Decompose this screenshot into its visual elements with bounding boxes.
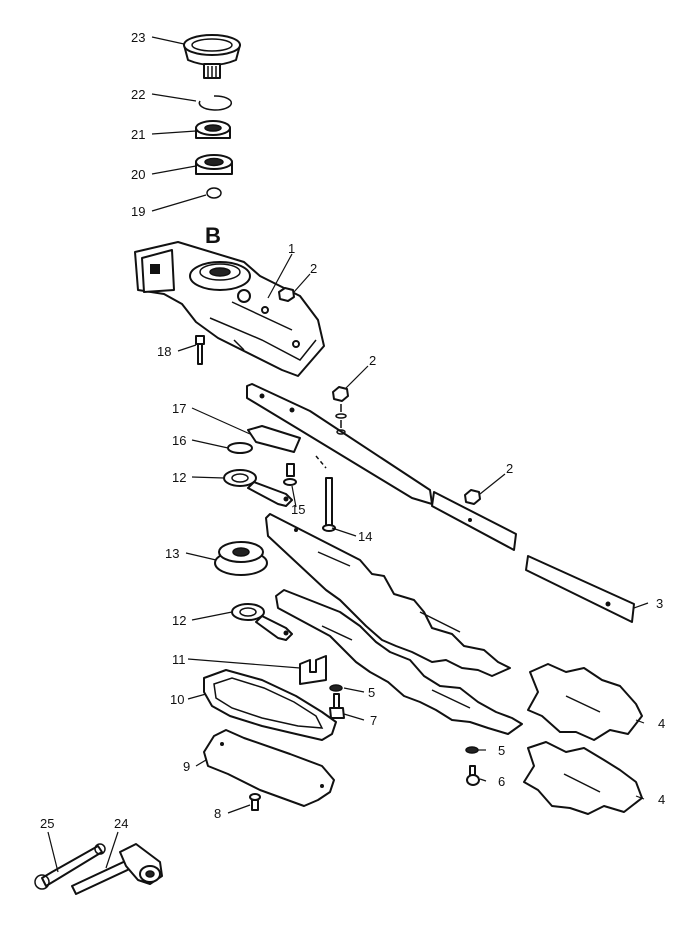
part-6-bolt [466, 765, 480, 786]
part-7-bolt [329, 693, 345, 719]
callout-2: 2 [506, 461, 513, 476]
part-9-cover-plate [203, 729, 335, 807]
callout-24: 24 [114, 816, 128, 831]
part-5-washer [465, 746, 479, 754]
part-21-bearing [195, 120, 231, 139]
callout-6: 6 [498, 774, 505, 789]
part-10-gasket [203, 669, 337, 741]
lower-cutting-blade [275, 589, 523, 735]
part-12-connecting-rod [223, 469, 293, 507]
part-23-drive-cup [183, 34, 241, 79]
part-2-nut [332, 386, 349, 435]
callout-22: 22 [131, 87, 145, 102]
part-2-nut [464, 489, 481, 505]
callout-1: 1 [288, 241, 295, 256]
part-20-bearing [195, 154, 233, 175]
part-19-washer [206, 187, 222, 199]
callout-8: 8 [214, 806, 221, 821]
part-11-bracket [299, 655, 327, 685]
part-18-bolt [195, 335, 205, 365]
part-3-blade-bar [246, 383, 635, 623]
part-15-pin [283, 463, 297, 486]
callout-2: 2 [310, 261, 317, 276]
part-14-long-bolt [315, 455, 336, 532]
callout-10: 10 [170, 692, 184, 707]
callout-4: 4 [658, 716, 665, 731]
part-17-plate [247, 425, 301, 453]
callout-2: 2 [369, 353, 376, 368]
callout-labels: 23 22 21 20 19 1 2 18 2 17 16 12 2 15 14… [40, 30, 665, 831]
callout-9: 9 [183, 759, 190, 774]
callout-11: 11 [172, 652, 186, 667]
callout-7: 7 [370, 713, 377, 728]
leader-lines [47, 36, 649, 873]
callout-15: 15 [291, 502, 305, 517]
upper-cutting-blade [265, 513, 511, 677]
callout-18: 18 [157, 344, 171, 359]
callout-25: 25 [40, 816, 54, 831]
callout-5: 5 [368, 685, 375, 700]
part-4-blade [527, 663, 643, 741]
part-16-washer [227, 442, 253, 454]
part-22-snap-ring [198, 95, 233, 111]
part-2-nut [278, 287, 295, 302]
part-8-screw [249, 793, 261, 811]
part-25-wrench [34, 843, 106, 890]
callout-5: 5 [498, 743, 505, 758]
callout-21: 21 [131, 127, 145, 142]
callout-13: 13 [165, 546, 179, 561]
part-13-eccentric-gear [214, 541, 268, 576]
callout-23: 23 [131, 30, 145, 45]
callout-16: 16 [172, 433, 186, 448]
callout-19: 19 [131, 204, 145, 219]
callout-4: 4 [658, 792, 665, 807]
callout-17: 17 [172, 401, 186, 416]
part-5-washer [329, 684, 343, 692]
callout-12: 12 [172, 470, 186, 485]
part-12-connecting-rod [231, 603, 293, 641]
callout-12: 12 [172, 613, 186, 628]
callout-14: 14 [358, 529, 372, 544]
callout-3: 3 [656, 596, 663, 611]
callout-20: 20 [131, 167, 145, 182]
part-1-gear-housing [134, 241, 325, 377]
part-24-socket-spanner [71, 843, 163, 895]
part-4-blade [523, 741, 643, 815]
assembly-letter-b: B [205, 223, 221, 248]
